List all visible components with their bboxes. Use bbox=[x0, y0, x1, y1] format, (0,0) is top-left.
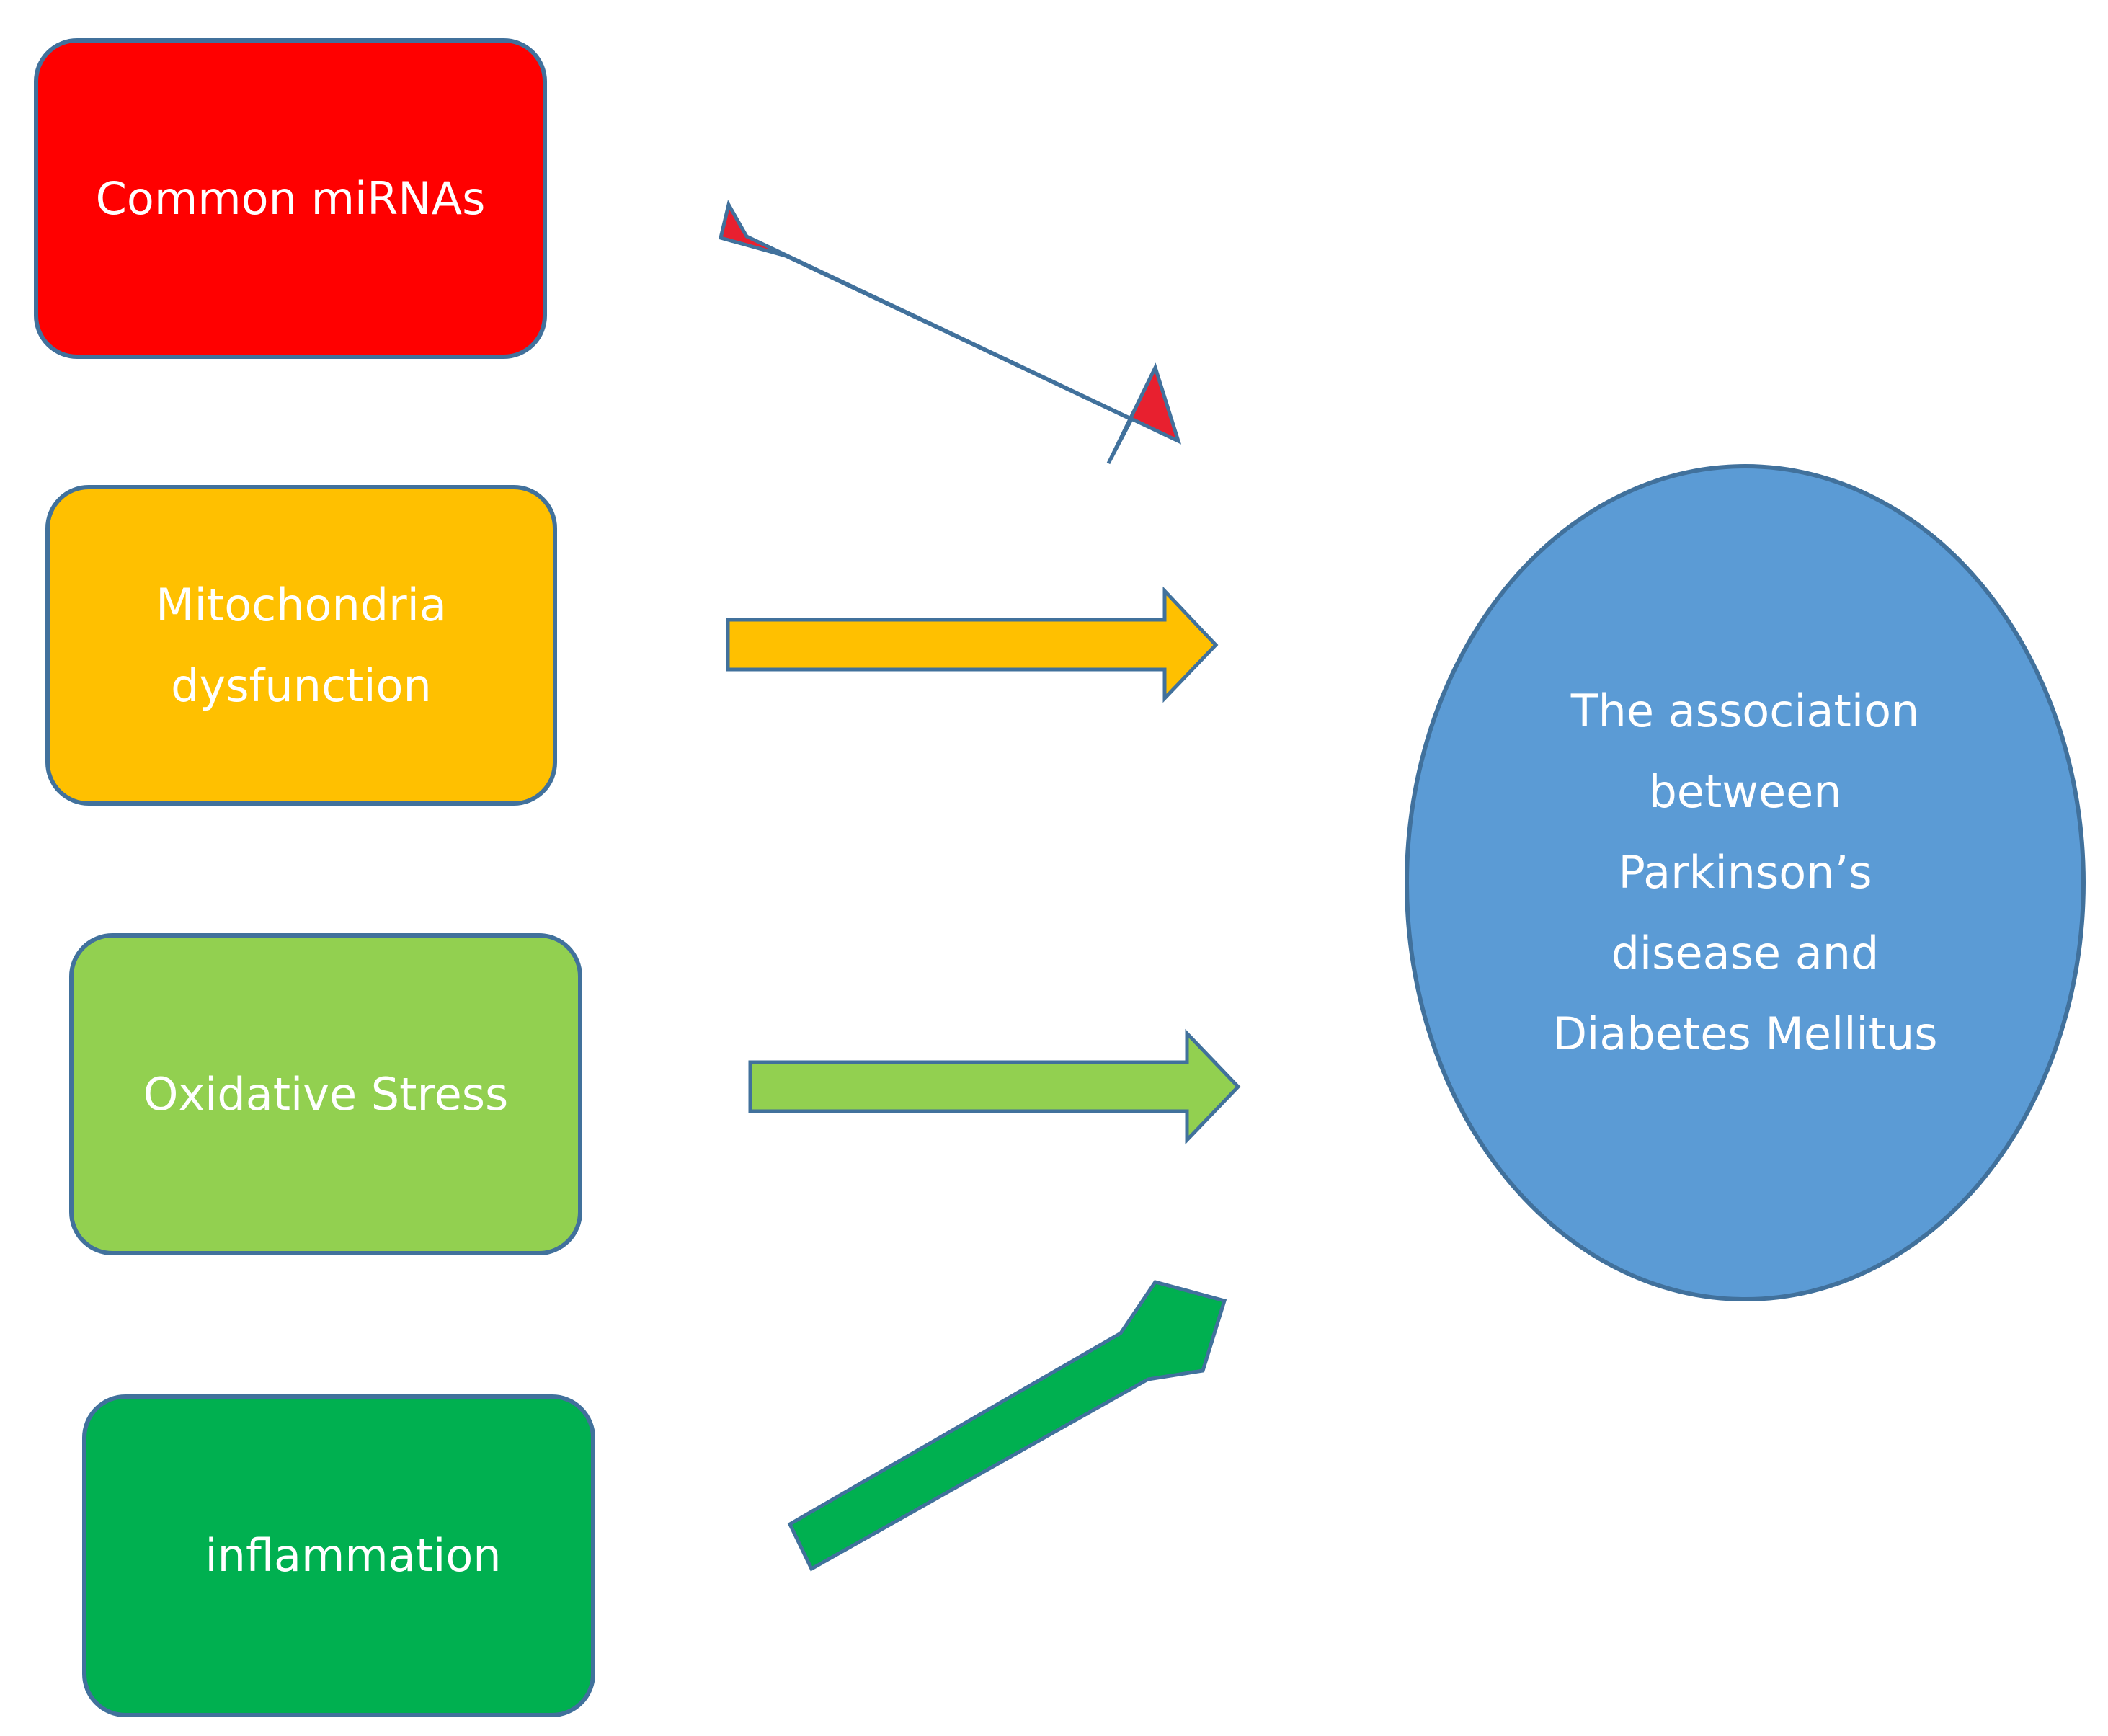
target-ellipse-association: The association between Parkinson’s dise… bbox=[1405, 464, 2086, 1301]
source-label-mitochondria-dysfunction: Mitochondria dysfunction bbox=[156, 578, 447, 712]
arrow-inflam-to-target bbox=[787, 1280, 1227, 1572]
arrow-mito-to-target bbox=[726, 586, 1219, 703]
source-label-common-mirnas: Common miRNAs bbox=[95, 172, 486, 225]
arrow-mirnas-to-target bbox=[719, 200, 1182, 465]
source-label-inflammation: inflammation bbox=[205, 1529, 502, 1582]
source-box-mitochondria-dysfunction: Mitochondria dysfunction bbox=[45, 485, 557, 806]
target-label: The association between Parkinson’s dise… bbox=[1552, 685, 1938, 1060]
source-box-inflammation: inflammation bbox=[82, 1394, 595, 1717]
source-box-oxidative-stress: Oxidative Stress bbox=[69, 933, 582, 1255]
arrow-oxid-to-target bbox=[748, 1028, 1241, 1145]
source-label-oxidative-stress: Oxidative Stress bbox=[143, 1067, 509, 1121]
source-box-common-mirnas: Common miRNAs bbox=[34, 38, 547, 359]
